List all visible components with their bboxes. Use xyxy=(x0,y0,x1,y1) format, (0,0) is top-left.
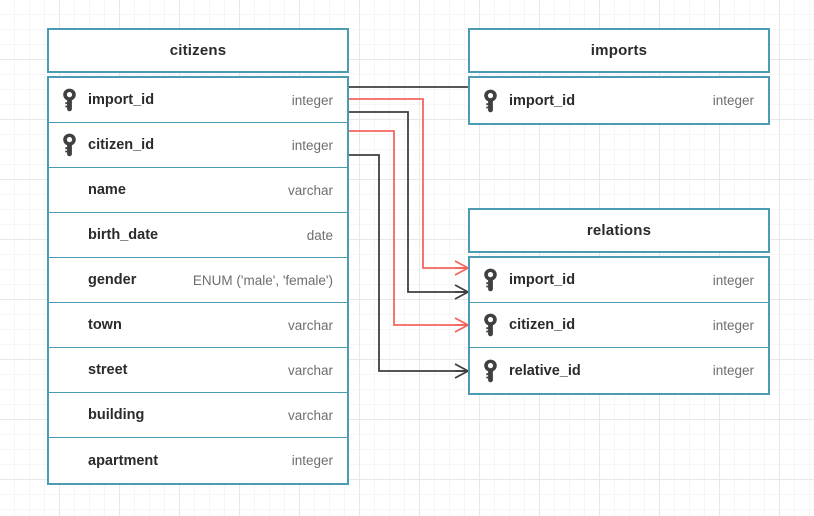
entity-imports[interactable]: imports import_id integer xyxy=(468,28,770,125)
field-name: citizen_id xyxy=(88,137,155,153)
key-icon xyxy=(483,89,509,113)
field-name: import_id xyxy=(509,92,576,109)
key-icon-glyph xyxy=(484,359,497,382)
field-type: date xyxy=(306,227,333,243)
key-icon-glyph xyxy=(484,89,497,112)
field-name: import_id xyxy=(509,272,576,288)
relationship-line[interactable] xyxy=(349,98,468,269)
field-row-citizens-name[interactable]: name varchar xyxy=(49,168,347,213)
field-name: birth_date xyxy=(88,227,159,243)
key-icon xyxy=(483,359,509,383)
field-type: integer xyxy=(291,453,333,468)
field-type: integer xyxy=(712,317,754,333)
field-row-relations-relative_id[interactable]: relative_id integer xyxy=(470,348,768,393)
field-row-citizens-citizen_id[interactable]: citizen_id integer xyxy=(49,123,347,168)
key-icon xyxy=(483,268,509,292)
field-name: gender xyxy=(88,272,137,288)
relationship-citizens-import_id--imports-import_id[interactable] xyxy=(335,79,468,95)
field-name: name xyxy=(88,182,126,198)
entity-header-imports[interactable]: imports xyxy=(468,28,770,73)
field-type: integer xyxy=(712,272,754,288)
field-row-imports-import_id[interactable]: import_id integer xyxy=(470,78,768,123)
field-name: import_id xyxy=(88,92,155,108)
field-name: street xyxy=(88,362,128,378)
entity-header-relations[interactable]: relations xyxy=(468,208,770,253)
field-name: building xyxy=(88,407,145,423)
field-type: ENUM ('male', 'female') xyxy=(192,272,333,288)
field-name: town xyxy=(88,317,122,333)
field-type: integer xyxy=(712,93,754,108)
field-row-citizens-town[interactable]: town varchar xyxy=(49,303,347,348)
field-type: varchar xyxy=(287,182,333,198)
relationship-citizens-citizen_id--relations-citizen_id[interactable] xyxy=(349,130,469,333)
field-name: relative_id xyxy=(509,362,581,379)
crowsfoot-marker-target xyxy=(454,317,469,333)
crowsfoot-marker-target xyxy=(454,260,469,276)
field-row-citizens-apartment[interactable]: apartment integer xyxy=(49,438,347,483)
relationship-citizens-citizen_id--relations-relative_id[interactable] xyxy=(349,154,469,379)
field-row-citizens-gender[interactable]: gender ENUM ('male', 'female') xyxy=(49,258,347,303)
field-type: varchar xyxy=(287,362,333,378)
key-icon-glyph xyxy=(63,133,76,157)
field-name: apartment xyxy=(88,452,159,469)
field-row-relations-import_id[interactable]: import_id integer xyxy=(470,258,768,303)
relationship-line[interactable] xyxy=(349,154,468,372)
field-row-citizens-import_id[interactable]: import_id integer xyxy=(49,78,347,123)
crowsfoot-marker-target xyxy=(454,284,469,300)
entity-title: imports xyxy=(590,42,648,59)
relationship-line[interactable] xyxy=(349,130,468,326)
field-name: citizen_id xyxy=(509,317,576,333)
field-type: integer xyxy=(291,137,333,153)
crowsfoot-marker-target xyxy=(454,363,469,379)
relationship-citizens-import_id--relations-import_id-b[interactable] xyxy=(349,111,469,300)
key-icon xyxy=(62,88,88,112)
field-row-citizens-birth_date[interactable]: birth_date date xyxy=(49,213,347,258)
field-row-citizens-street[interactable]: street varchar xyxy=(49,348,347,393)
key-icon xyxy=(62,133,88,157)
relationship-line[interactable] xyxy=(349,111,468,293)
entity-title: relations xyxy=(586,222,652,239)
entity-header-citizens[interactable]: citizens xyxy=(47,28,349,73)
key-icon-glyph xyxy=(63,88,76,112)
field-row-relations-citizen_id[interactable]: citizen_id integer xyxy=(470,303,768,348)
field-type: varchar xyxy=(287,407,333,423)
field-type: integer xyxy=(712,363,754,378)
field-type: varchar xyxy=(287,317,333,333)
field-type: integer xyxy=(291,92,333,108)
entity-fields-imports: import_id integer xyxy=(468,76,770,125)
field-row-citizens-building[interactable]: building varchar xyxy=(49,393,347,438)
key-icon-glyph xyxy=(484,268,497,292)
key-icon xyxy=(483,313,509,337)
key-icon-glyph xyxy=(484,313,497,337)
entity-title: citizens xyxy=(169,42,227,59)
relationship-citizens-import_id--relations-import_id-a[interactable] xyxy=(349,98,469,276)
